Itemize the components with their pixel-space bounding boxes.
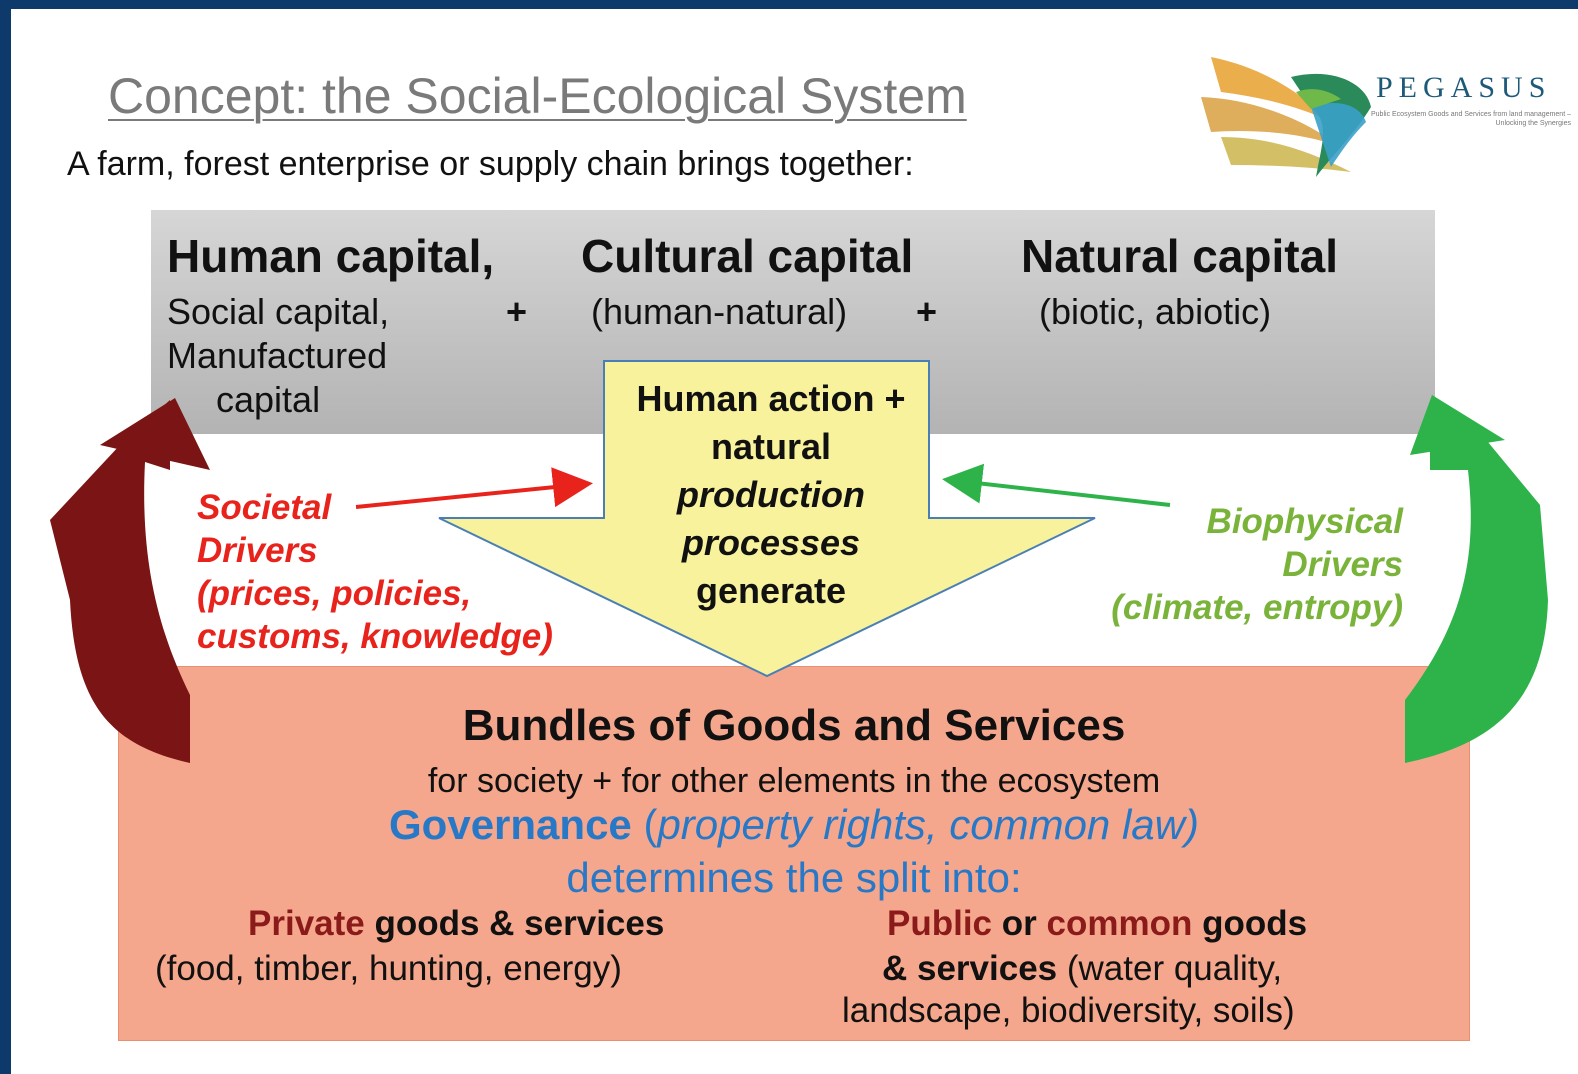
public-word: Public xyxy=(887,904,993,943)
process-text: Human action + natural production proces… xyxy=(605,375,937,615)
public-or: or xyxy=(992,904,1047,943)
governance-paren: ( xyxy=(631,801,658,848)
public-examples-1: (water quality, xyxy=(1057,949,1283,988)
governance-word: Governance xyxy=(389,801,632,848)
human-capital-heading: Human capital, xyxy=(167,230,495,282)
private-word: Private xyxy=(248,904,365,943)
bundles-band xyxy=(118,666,1470,1041)
natural-capital-sub: (biotic, abiotic) xyxy=(1039,291,1272,332)
slide-title: Concept: the Social-Ecological System xyxy=(108,68,967,124)
manufactured-label: Manufactured xyxy=(167,335,388,376)
biophysical-feedback-arrow-head xyxy=(1410,395,1505,455)
public-examples-2: landscape, biodiversity, soils) xyxy=(842,991,1295,1030)
private-goods-line: Private goods & services xyxy=(248,904,664,944)
biophysical-line-2: Drivers xyxy=(1282,545,1403,584)
bundles-sub: for society + for other elements in the … xyxy=(427,762,1161,800)
capital-label: capital xyxy=(216,379,321,420)
cultural-capital-heading: Cultural capital xyxy=(581,230,914,282)
societal-line-4: customs, knowledge) xyxy=(197,617,553,656)
biophysical-drivers-label: Biophysical Drivers (climate, entropy) xyxy=(1111,500,1403,629)
process-line-2: natural xyxy=(710,426,832,467)
public-goods-word: goods xyxy=(1192,904,1308,943)
wing-logo-icon xyxy=(1201,57,1371,177)
bundles-heading: Bundles of Goods and Services xyxy=(462,701,1126,750)
logo-tagline: Public Ecosystem Goods and Services from… xyxy=(1371,111,1571,127)
biophysical-feedback-arrow xyxy=(1405,400,1548,763)
logo-name: PEGASUS xyxy=(1376,71,1552,104)
societal-line-1: Societal xyxy=(197,488,332,527)
private-examples: (food, timber, hunting, energy) xyxy=(155,949,622,988)
cultural-capital-sub: (human-natural) xyxy=(591,291,848,332)
common-word: common xyxy=(1046,904,1193,943)
governance-line: Governance (property rights, common law) xyxy=(118,801,1470,849)
process-arrow xyxy=(438,360,1096,678)
societal-driver-arrow xyxy=(355,467,593,509)
societal-feedback-arrow-head xyxy=(100,398,210,470)
process-line-4: processes xyxy=(681,522,861,563)
process-line-1: Human action + xyxy=(636,378,906,419)
societal-line-2: Drivers xyxy=(197,531,318,570)
biophysical-line-3: (climate, entropy) xyxy=(1111,588,1403,627)
social-capital-label: Social capital, xyxy=(167,291,390,332)
public-goods-line: Public or common goods xyxy=(887,904,1307,944)
governance-detail: property rights, common law) xyxy=(657,801,1199,848)
public-goods-line-2: & services (water quality, xyxy=(882,949,1282,989)
private-rest: goods & services xyxy=(364,904,665,943)
determines-line: determines the split into: xyxy=(566,854,1022,901)
biophysical-line-1: Biophysical xyxy=(1206,502,1403,541)
public-services-word: & services xyxy=(882,949,1058,988)
slide-subtitle: A farm, forest enterprise or supply chai… xyxy=(67,145,914,183)
process-line-3: production xyxy=(677,474,865,515)
societal-drivers-label: Societal Drivers (prices, policies, cust… xyxy=(197,486,553,658)
process-line-5: generate xyxy=(695,570,847,611)
plus-sign-2: + xyxy=(916,291,938,332)
plus-sign-1: + xyxy=(506,291,528,332)
societal-line-3: (prices, policies, xyxy=(197,574,472,613)
biophysical-driver-arrow xyxy=(942,463,1171,507)
natural-capital-heading: Natural capital xyxy=(1021,230,1338,282)
societal-feedback-arrow xyxy=(50,400,190,763)
pegasus-logo: PEGASUS Public Ecosystem Goods and Servi… xyxy=(1191,37,1578,187)
